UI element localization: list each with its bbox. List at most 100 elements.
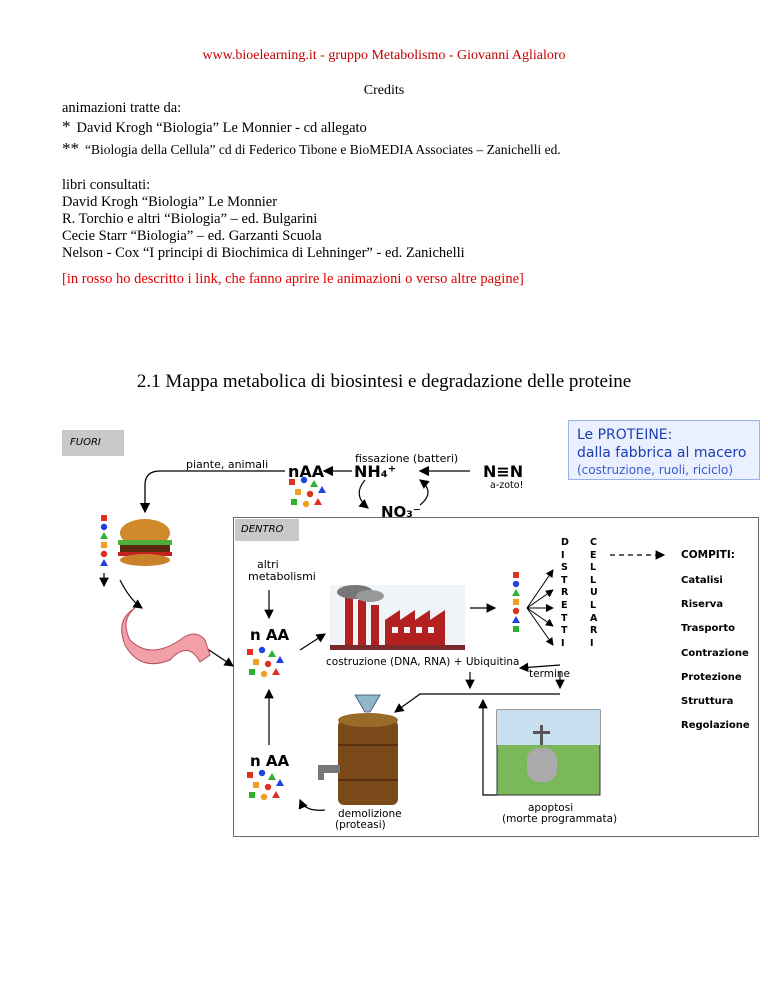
role-item: Trasporto [681, 623, 735, 635]
source-item: **“Biologia della Cellula” cd di Federic… [62, 139, 561, 159]
amino-acid-dot [260, 670, 268, 678]
page-header: www.bioelearning.it - gruppo Metabolismo… [202, 48, 566, 63]
amino-acid-dot [253, 659, 259, 665]
stomach-icon [121, 607, 211, 665]
amino-acid-dot [512, 589, 520, 596]
factory-icon [330, 585, 465, 650]
amino-acid-dot [247, 649, 253, 655]
amino-acid-dot [258, 769, 266, 777]
distretti-letter: T [561, 574, 568, 586]
amino-acid-dot [100, 532, 108, 539]
amino-acid-dot [512, 607, 520, 615]
amino-acid-dot [268, 773, 276, 780]
credits-heading: Credits [363, 83, 405, 98]
proteins-title-box: Le PROTEINE: dalla fabbrica al macero (c… [568, 420, 760, 480]
role-item: Catalisi [681, 575, 723, 586]
distretti-letter: D [561, 537, 569, 548]
source-item: * David Krogh “Biologia” Le Monnier - cd … [62, 117, 367, 137]
amino-acid-dot [306, 490, 314, 498]
arrow-nh4-no3 [358, 479, 369, 509]
source-text: David Krogh “Biologia” Le Monnier - cd a… [76, 120, 367, 136]
role-item: Protezione [681, 671, 742, 683]
arrow-to-barrel [394, 693, 560, 713]
arrow-distretti [526, 569, 554, 609]
amino-acid-dot [260, 793, 268, 801]
amino-acid-dot [310, 480, 318, 487]
amino-acid-dot [100, 559, 108, 566]
intro-text: animazioni tratte da: [62, 100, 182, 116]
amino-acid-dots [100, 476, 520, 801]
section-title: 2.1 Mappa metabolica di biosintesi e deg… [136, 371, 632, 392]
cellulari-letter: L [590, 600, 597, 611]
amino-acid-dot [249, 792, 255, 798]
metabolismi-label: metabolismi [248, 570, 316, 583]
book-item: Nelson - Cox “I principi di Biochimica d… [62, 245, 465, 261]
source-mark: ** [62, 139, 79, 158]
cellulari-letter: E [590, 549, 597, 561]
distretti-letter: R [561, 587, 569, 599]
amino-acid-dot [513, 572, 519, 578]
amino-acid-dot [101, 515, 107, 521]
cellulari-letter: A [590, 612, 598, 624]
dentro-label: DENTRO [235, 519, 299, 541]
arrow-demolizione-naa [298, 798, 326, 811]
proteasi-label: (proteasi) [335, 819, 386, 831]
distretti-letter: T [561, 625, 568, 637]
amino-acid-dot [264, 783, 272, 791]
barrel-icon [318, 694, 398, 805]
cellulari-letter: L [590, 562, 597, 574]
arrow-to-food [139, 470, 285, 514]
costruzione-label: costruzione (DNA, RNA) + Ubiquitina [326, 656, 520, 668]
arrow-distretti [526, 607, 554, 627]
box-line-1: Le PROTEINE: [577, 427, 673, 443]
book-item: R. Torchio e altri “Biologia” – ed. Bulg… [62, 211, 318, 227]
arrow-naa-factory [299, 633, 327, 651]
cellulari-letter: I [590, 637, 594, 649]
amino-acid-dot [247, 772, 253, 778]
amino-acid-dot [291, 499, 297, 505]
amino-acid-dot [318, 486, 326, 493]
amino-acid-dot [314, 498, 322, 505]
piante-label: piante, animali [186, 458, 269, 471]
amino-acid-dot [264, 660, 272, 668]
naa-mid-label: n AA [250, 626, 290, 644]
cellulari-letter: R [590, 625, 598, 637]
arrow-distretti [526, 589, 554, 609]
naa-low-label: n AA [250, 752, 290, 770]
amino-acid-dot [512, 580, 520, 588]
amino-acid-dot [289, 479, 295, 485]
amino-acid-dot [302, 500, 310, 508]
amino-acid-dot [253, 782, 259, 788]
amino-acid-dot [300, 476, 308, 484]
distretti-letter: I [561, 549, 565, 561]
altri-label: altri [257, 558, 279, 571]
distretti-letter: I [561, 637, 565, 649]
distretti-letter: T [561, 612, 568, 624]
compiti-label: COMPITI: [681, 549, 735, 561]
burger-icon [118, 519, 172, 566]
arrow-apoptosi-up [478, 698, 497, 796]
amino-acid-dot [101, 542, 107, 548]
arrow-no3-nh4 [419, 479, 430, 506]
role-item: Regolazione [681, 720, 750, 732]
apoptosi-label: apoptosi [528, 802, 574, 814]
fuori-label: FUORI [62, 430, 124, 456]
amino-acid-dot [276, 656, 284, 663]
amino-acid-dot [295, 489, 301, 495]
arrow-burger-stomach [119, 579, 143, 609]
naa-top-label: nAA [288, 462, 325, 481]
amino-acid-dot [512, 616, 520, 623]
role-item: Riserva [681, 599, 724, 611]
fissazione-label: fissazione (batteri) [355, 452, 459, 465]
link-note: [in rosso ho descritto i link, che fanno… [62, 271, 524, 287]
amino-acid-dot [268, 650, 276, 657]
amino-acid-dot [272, 668, 280, 675]
amino-acid-dot [276, 779, 284, 786]
source-mark: * [62, 117, 71, 136]
role-item: Struttura [681, 696, 734, 707]
dentro-region [233, 517, 759, 837]
distretti-letter: S [561, 562, 568, 574]
cellulari-letter: L [590, 574, 597, 586]
role-item: Contrazione [681, 647, 749, 659]
